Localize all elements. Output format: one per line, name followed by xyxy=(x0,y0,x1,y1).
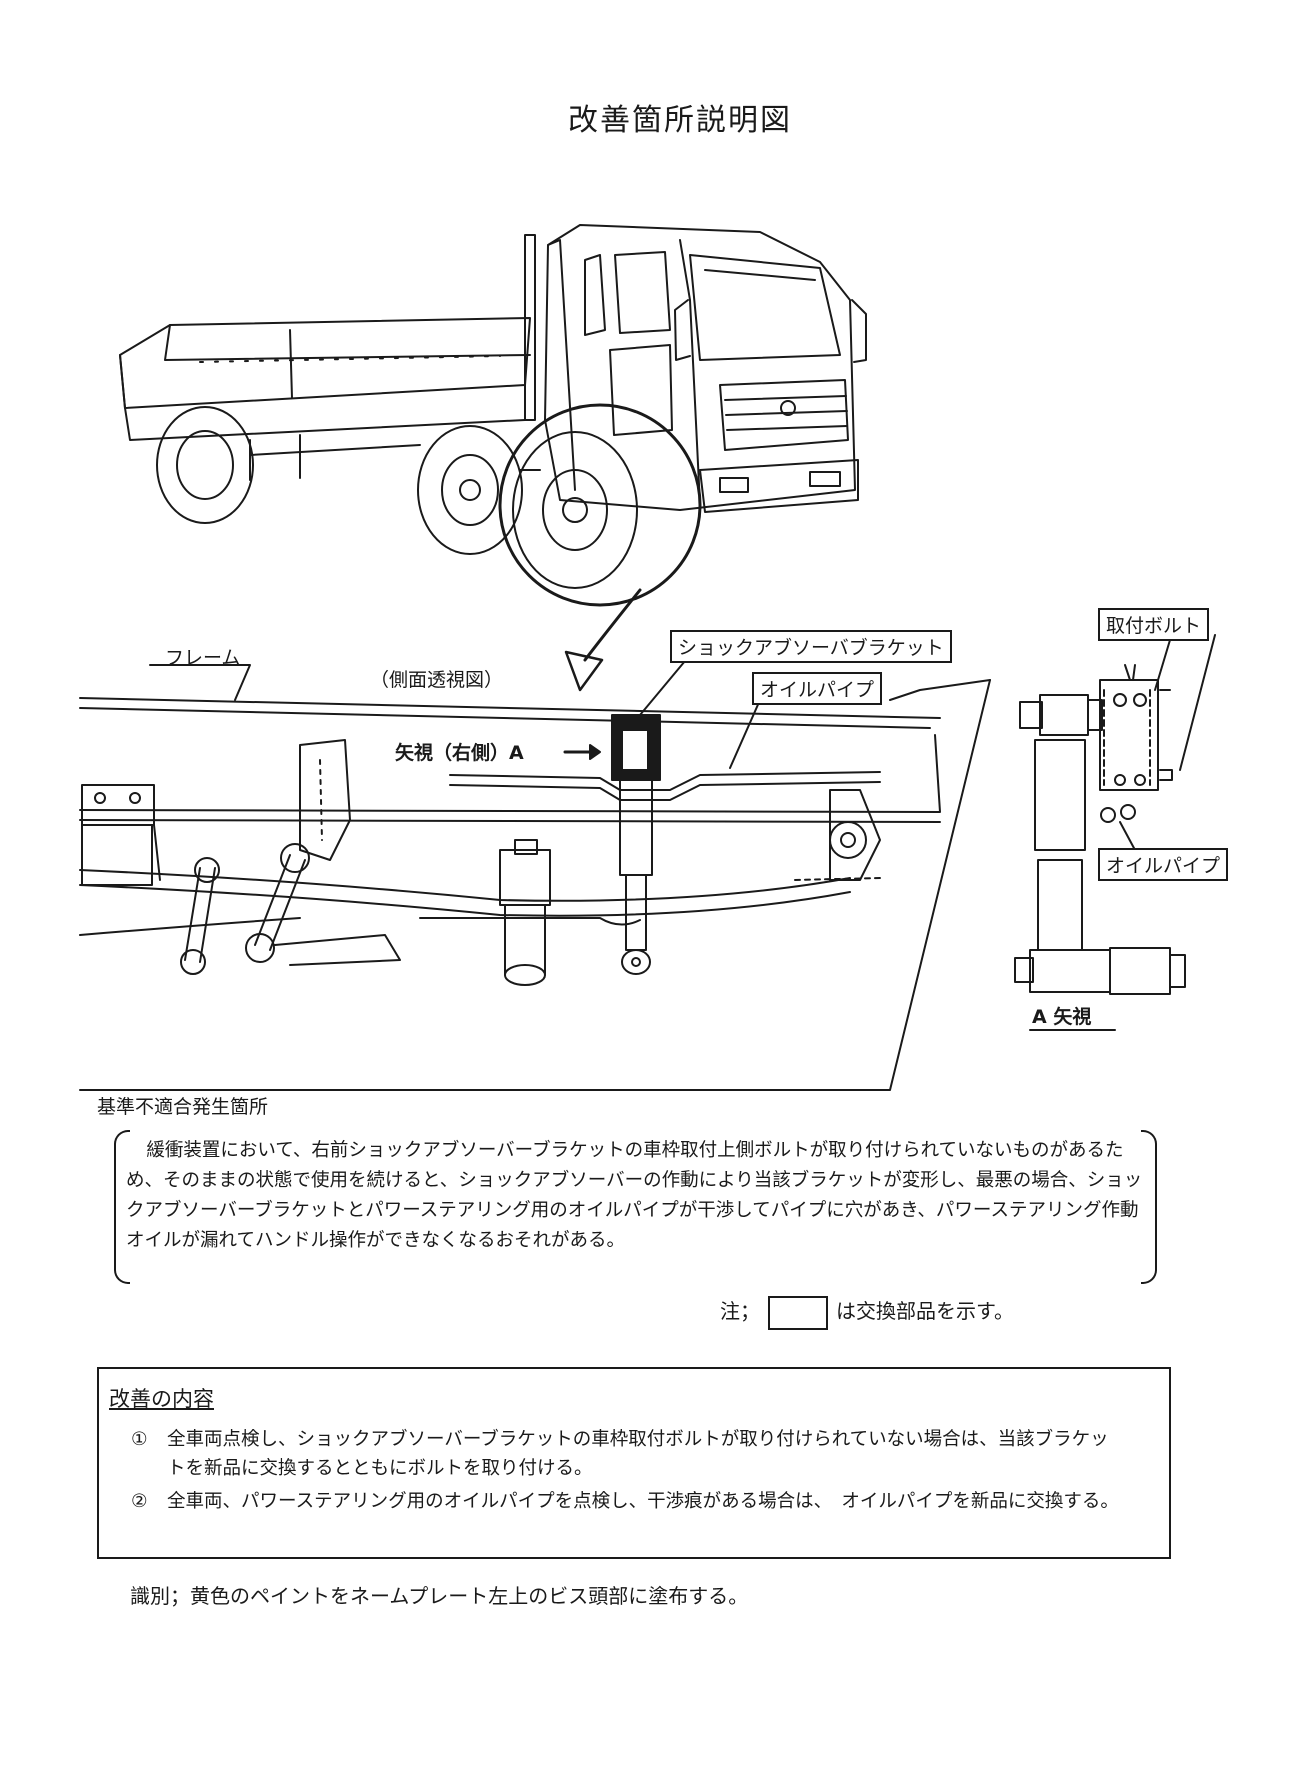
improvement-box: 改善の内容 ① 全車両点検し、ショックアブソーバーブラケットの車枠取付ボルトが取り… xyxy=(97,1367,1171,1559)
defect-description: 緩衝装置において、右前ショックアブソーバーブラケットの車枠取付上側ボルトが取り付… xyxy=(114,1130,1157,1284)
note-prefix: 注； xyxy=(720,1299,760,1323)
mount-bolt-label: 取付ボルト xyxy=(1098,608,1210,641)
identification-note: 識別；黄色のペイントをネームプレート左上のビス頭部に塗布する。 xyxy=(130,1584,749,1608)
callout-arrow xyxy=(583,588,642,662)
defect-heading: 基準不適合発生箇所 xyxy=(97,1096,269,1118)
truck-drawing xyxy=(119,224,867,607)
bracket-label: ショックアブソーバブラケット xyxy=(670,630,952,663)
detail-view-a xyxy=(1014,634,1216,1031)
improvement-heading: 改善の内容 xyxy=(109,1387,214,1411)
defect-text: 緩衝装置において、右前ショックアブソーバーブラケットの車枠取付上側ボルトが取り付… xyxy=(126,1140,1143,1251)
oil-pipe-label: オイルパイプ xyxy=(752,672,883,705)
side-view-label: （側面透視図） xyxy=(370,669,504,691)
item-text: 全車両、パワーステアリング用のオイルパイプを点検し、干渉痕がある場合は、 オイル… xyxy=(167,1491,1119,1512)
item-number: ② xyxy=(131,1491,148,1512)
replacement-part-swatch xyxy=(768,1295,828,1330)
improvement-item: ① 全車両点検し、ショックアブソーバーブラケットの車枠取付ボルトが取り付けられてい… xyxy=(131,1425,1127,1483)
note-suffix: は交換部品を示す。 xyxy=(836,1299,1014,1323)
item-text: 全車両点検し、ショックアブソーバーブラケットの車枠取付ボルトが取り付けられていな… xyxy=(167,1429,1109,1479)
arrow-view-label: 矢視（右側）A xyxy=(395,742,524,764)
suspension-side-view xyxy=(79,654,991,1091)
improvement-item: ② 全車両、パワーステアリング用のオイルパイプを点検し、干渉痕がある場合は、 オイ… xyxy=(131,1487,1127,1516)
left-bracket xyxy=(114,1130,130,1284)
frame-label: フレーム xyxy=(165,647,241,669)
page-title: 改善箇所説明図 xyxy=(568,103,792,138)
a-view-label: A 矢視 xyxy=(1032,1006,1092,1028)
replacement-note: 注； は交換部品を示す。 xyxy=(720,1295,1014,1330)
oil-pipe-detail-label: オイルパイプ xyxy=(1098,848,1229,881)
item-number: ① xyxy=(131,1429,148,1450)
right-bracket xyxy=(1141,1130,1157,1284)
